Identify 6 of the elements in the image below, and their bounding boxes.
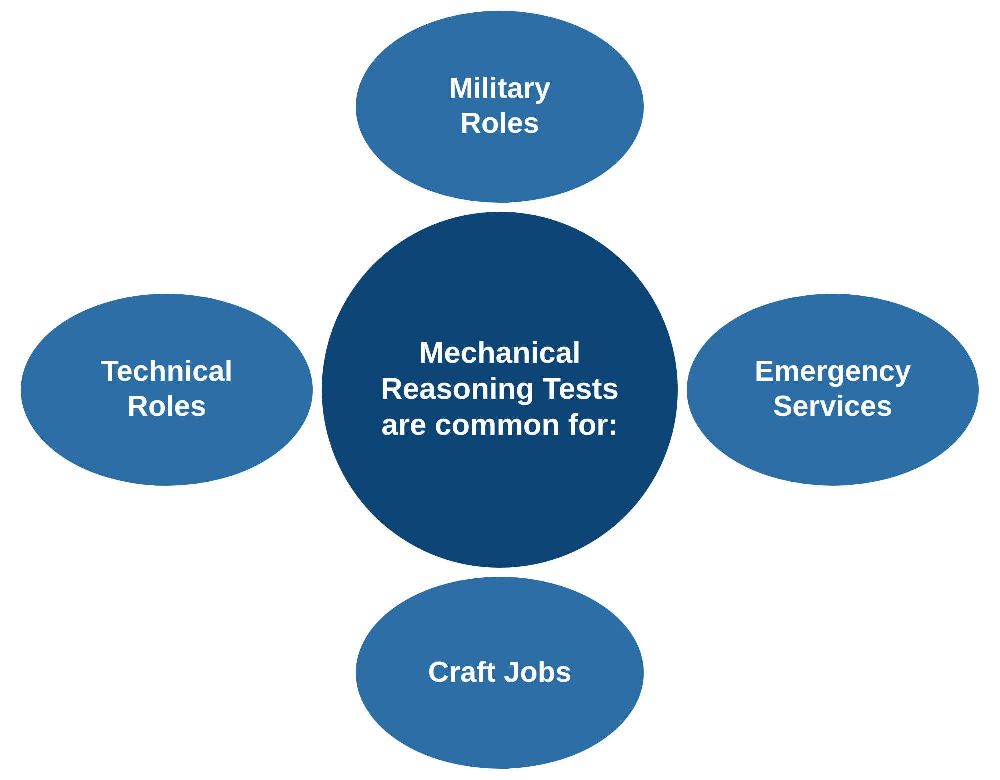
node-label: Mechanical Reasoning Tests are common for: [380, 336, 620, 444]
center-circle [320, 210, 680, 570]
node-label: Craft Jobs [428, 656, 572, 690]
node-label: Emergency Services [754, 355, 912, 425]
node-label: Military Roles [448, 72, 552, 142]
node-label: Technical Roles [100, 355, 234, 425]
